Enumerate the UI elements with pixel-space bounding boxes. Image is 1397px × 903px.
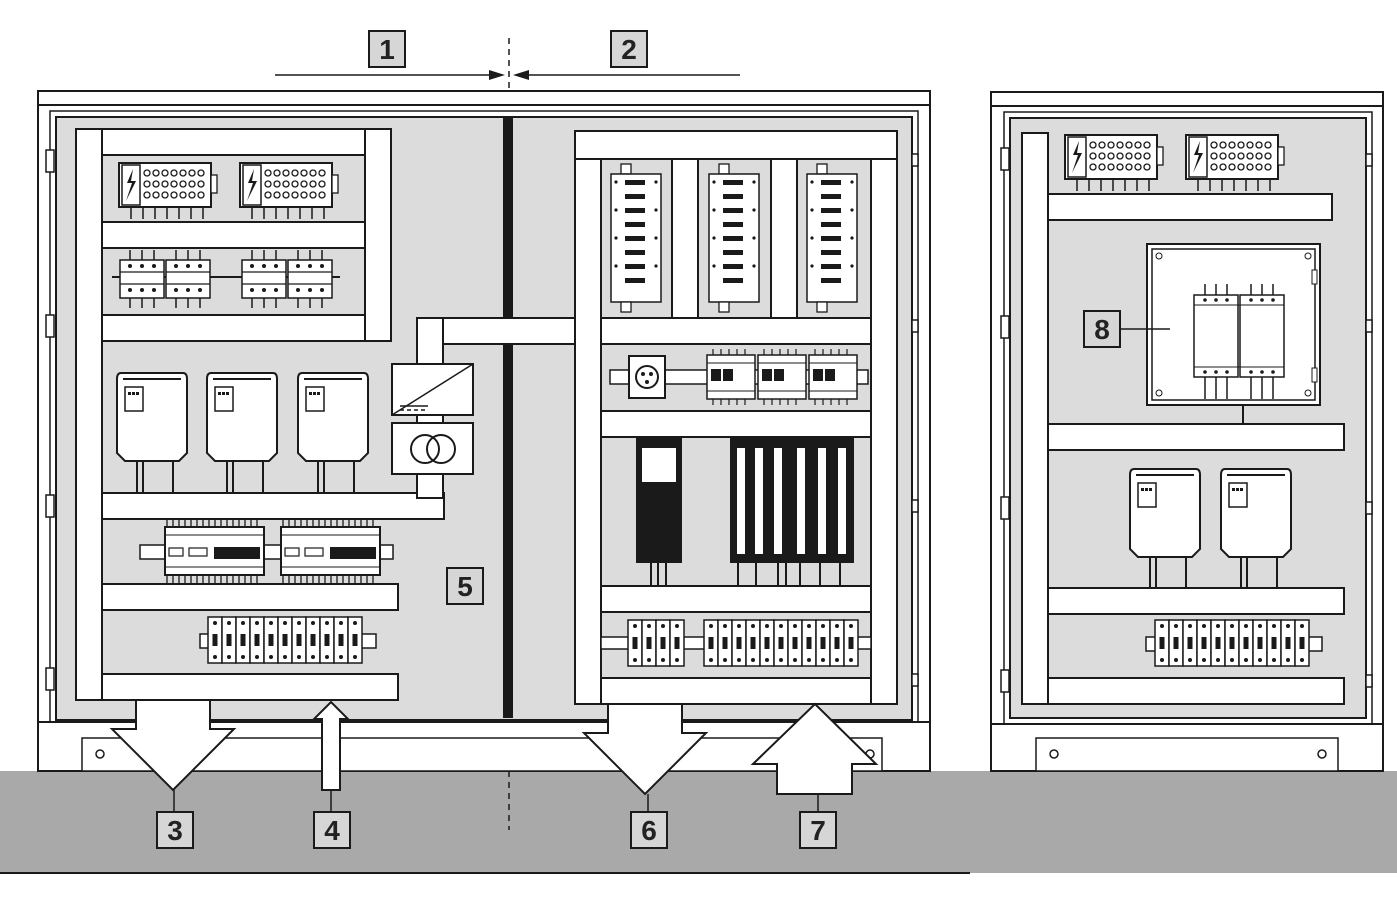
svg-text:3: 3: [167, 815, 183, 846]
floor: [0, 771, 1397, 873]
callout-2: 2: [610, 30, 648, 68]
arrow-out-6: [581, 703, 709, 796]
svg-text:5: 5: [457, 571, 473, 602]
arrow-in-7: [750, 702, 879, 795]
transformer-icon: [410, 434, 456, 464]
callout-7: 7: [799, 811, 837, 849]
callout-1: 1: [368, 30, 406, 68]
callout-3: 3: [156, 811, 194, 849]
arrow-in-4: [311, 700, 351, 791]
side-cabinet: [990, 91, 1384, 772]
callout-5: 5: [446, 567, 484, 605]
socket-icon: [628, 355, 666, 399]
callout-6: 6: [630, 811, 668, 849]
arrow-out-3: [109, 699, 237, 792]
svg-text:4: 4: [324, 815, 340, 846]
svg-text:7: 7: [810, 815, 826, 846]
svg-text:8: 8: [1094, 314, 1110, 345]
main-cabinet: [37, 90, 931, 772]
svg-text:6: 6: [641, 815, 657, 846]
svg-text:2: 2: [621, 34, 637, 65]
svg-text:1: 1: [379, 34, 395, 65]
callout-8: 8: [1083, 310, 1121, 348]
callout-4: 4: [313, 811, 351, 849]
flow-arrows: [109, 699, 879, 796]
